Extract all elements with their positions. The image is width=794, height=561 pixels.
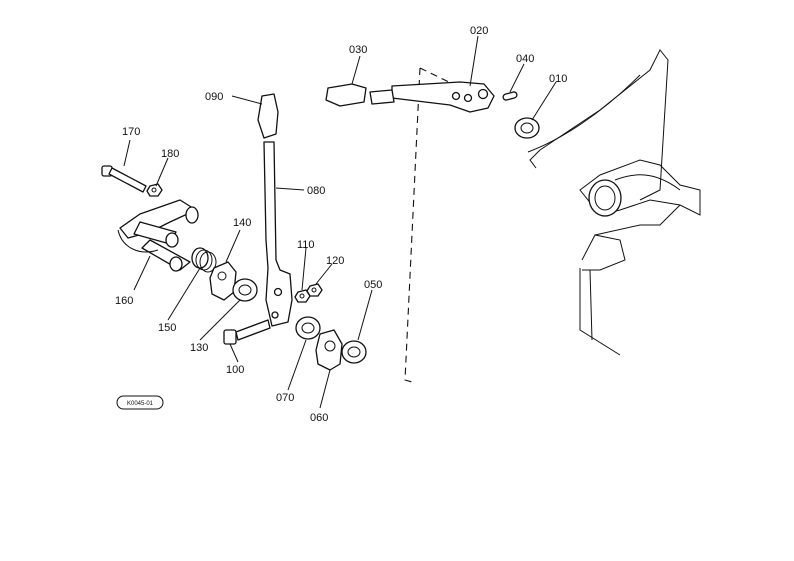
washer-010 [514, 117, 540, 139]
label-080: 080 [307, 185, 325, 197]
plate-060 [315, 329, 343, 371]
grip-covers [325, 83, 395, 107]
label-060: 060 [310, 412, 328, 424]
label-030: 030 [349, 44, 367, 56]
bolt-100 [223, 319, 271, 345]
label-170: 170 [122, 126, 140, 138]
bolt-170 [101, 165, 147, 193]
diagram-ref-badge: K0045-01 [116, 395, 164, 410]
engine-housing [527, 49, 701, 356]
label-150: 150 [158, 322, 176, 334]
label-130: 130 [190, 342, 208, 354]
label-180: 180 [161, 148, 179, 160]
washer-070 [295, 316, 321, 340]
shift-lever [263, 141, 293, 327]
bracket-160 [117, 199, 199, 272]
pin [502, 91, 518, 101]
link-arm [391, 81, 495, 113]
part-labels: 010 020 030 040 050 060 070 080 090 100 … [115, 25, 567, 424]
label-140: 140 [233, 217, 251, 229]
label-110: 110 [297, 239, 315, 251]
lever-knob [257, 93, 279, 139]
label-100: 100 [226, 364, 244, 376]
label-050: 050 [364, 279, 382, 291]
label-010: 010 [549, 73, 567, 85]
washer-130 [232, 278, 258, 302]
plate-140 [209, 261, 237, 301]
label-090: 090 [205, 91, 223, 103]
nut-120 [306, 283, 323, 297]
label-040: 040 [516, 53, 534, 65]
label-020: 020 [470, 25, 488, 37]
label-160: 160 [115, 295, 133, 307]
nut-110 [294, 289, 311, 303]
diagram-ref-text: K0045-01 [127, 401, 154, 407]
leader-lines [123, 35, 557, 409]
washer-050 [341, 340, 367, 364]
label-070: 070 [276, 392, 294, 404]
spring-150 [191, 247, 217, 273]
nut-180 [146, 183, 163, 197]
alignment-line [404, 67, 456, 383]
label-120: 120 [326, 255, 344, 267]
